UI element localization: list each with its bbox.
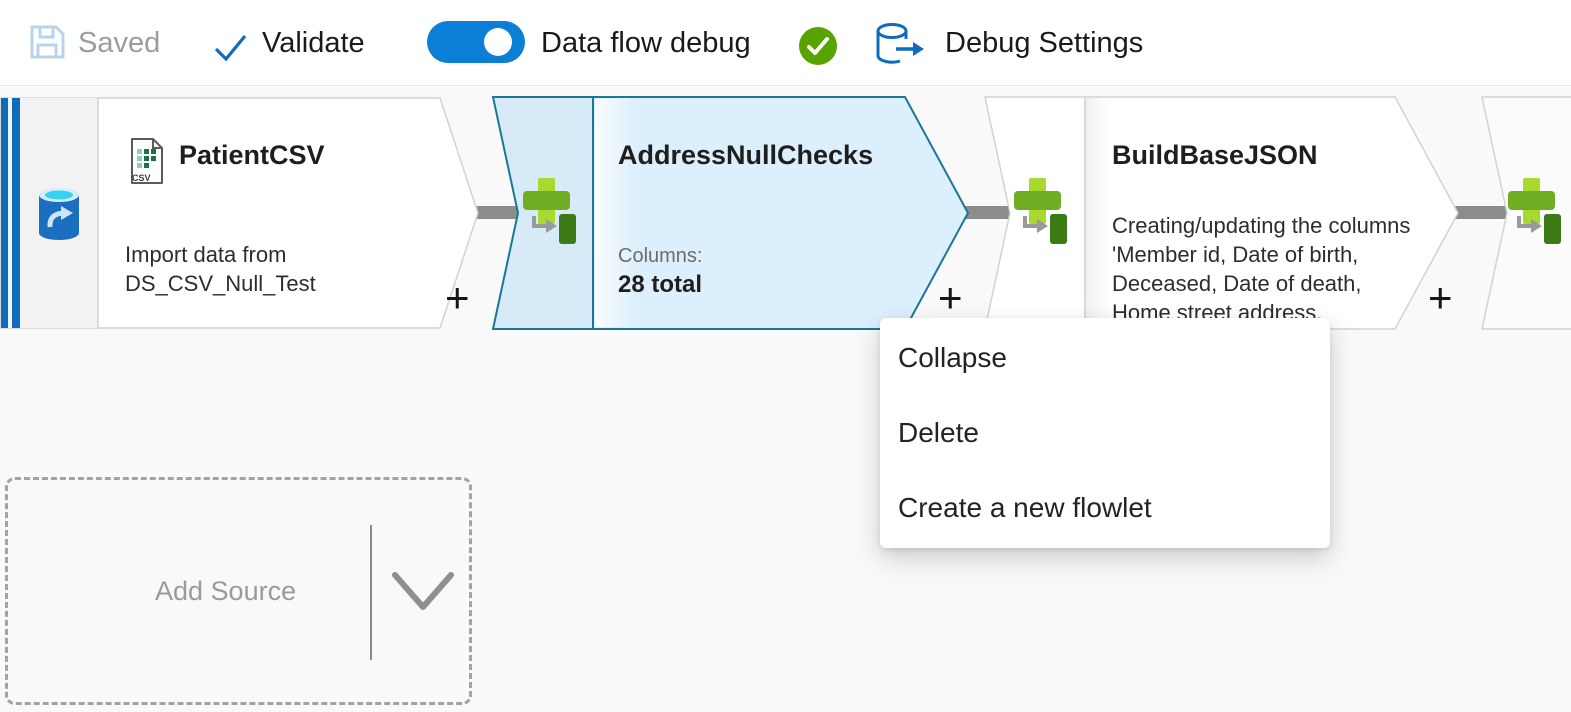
dataflow-canvas: CSV PatientCSV Import data from DS_CSV_N…	[0, 87, 1571, 712]
menu-item-collapse[interactable]: Collapse	[898, 342, 1007, 373]
columns-label: Columns:	[618, 245, 703, 267]
csv-file-icon: CSV	[131, 138, 163, 184]
add-source-divider	[370, 525, 372, 660]
toolbar: Saved Validate Data flow debug Debug Set…	[0, 0, 1571, 86]
add-transformation-button[interactable]: +	[938, 274, 963, 321]
node-buildbasejson[interactable]: BuildBaseJSON Creating/updating the colu…	[983, 95, 1461, 331]
node-title: AddressNullChecks	[618, 140, 874, 170]
menu-item-delete[interactable]: Delete	[898, 417, 979, 448]
node-edge-stripe	[12, 98, 20, 328]
debug-success-icon	[799, 27, 837, 65]
data-flow-debug-toggle[interactable]	[427, 21, 525, 63]
node-context-menu: Collapse Delete Create a new flowlet	[880, 318, 1330, 548]
derived-column-icon	[1014, 178, 1067, 244]
menu-item-create-flowlet[interactable]: Create a new flowlet	[898, 492, 1152, 523]
data-flow-debug-label: Data flow debug	[541, 27, 751, 59]
debug-settings-icon	[876, 23, 924, 64]
derived-column-icon	[1508, 178, 1561, 244]
toggle-knob	[484, 28, 512, 56]
node-description: Creating/updating the columns 'Member id…	[1112, 213, 1411, 325]
node-title: PatientCSV	[179, 140, 325, 170]
add-source-dropdown-chevron-icon[interactable]	[390, 570, 456, 614]
validate-check-icon	[214, 34, 247, 62]
validate-button[interactable]: Validate	[262, 27, 365, 59]
debug-settings-button[interactable]: Debug Settings	[945, 27, 1144, 59]
columns-value: 28 total	[618, 271, 703, 298]
saved-status-label: Saved	[78, 27, 161, 59]
node-description: Import data from DS_CSV_Null_Test	[125, 242, 316, 296]
add-transformation-button[interactable]: +	[1428, 274, 1453, 321]
add-source-label[interactable]: Add Source	[155, 576, 297, 606]
dataset-icon	[39, 188, 79, 240]
node-patientcsv[interactable]: CSV PatientCSV Import data from DS_CSV_N…	[97, 95, 483, 331]
add-transformation-button[interactable]: +	[445, 274, 470, 321]
connector	[1450, 206, 1510, 219]
add-source-box[interactable]	[5, 477, 472, 705]
derived-column-icon	[523, 178, 576, 244]
node-partial-dataset[interactable]	[0, 97, 99, 329]
save-icon	[30, 25, 65, 59]
node-partial-right[interactable]	[1480, 95, 1571, 331]
connector	[958, 206, 1014, 219]
csv-icon-label: CSV	[132, 173, 151, 183]
node-addressnullchecks[interactable]: AddressNullChecks Columns: 28 total +	[491, 95, 973, 331]
node-edge-stripe	[1, 98, 8, 328]
node-title: BuildBaseJSON	[1112, 140, 1318, 170]
